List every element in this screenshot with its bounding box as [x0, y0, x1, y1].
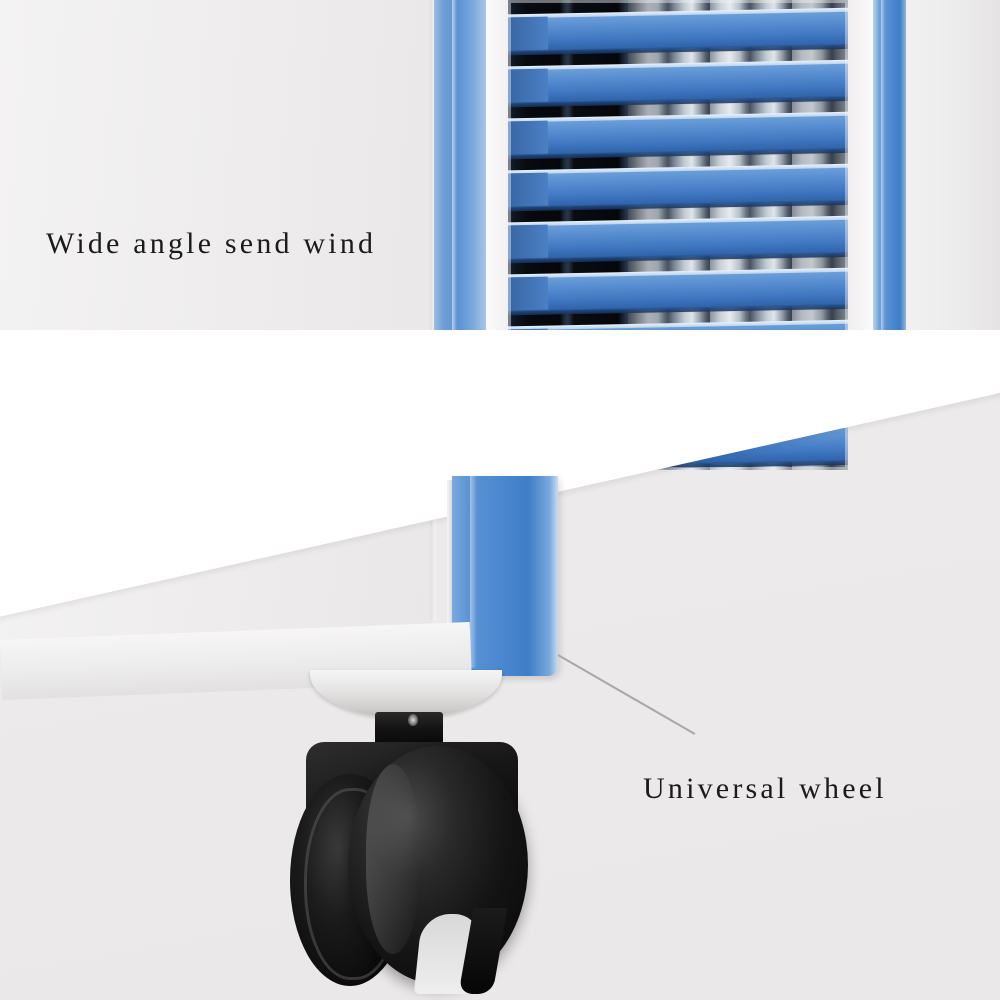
blue-corner-post-highlight [470, 476, 477, 668]
callout-wide-angle-label: Wide angle send wind [46, 227, 377, 260]
louver-slat-tip [508, 16, 549, 52]
cabinet-right-panel [905, 0, 1000, 395]
louver-slat-tip [508, 172, 549, 208]
caster-wheel [270, 668, 570, 998]
louver-slat-tip [508, 120, 549, 156]
callout-universal-wheel-label: Universal wheel [643, 772, 887, 805]
louver-slat [508, 62, 848, 104]
louver-slat [508, 218, 848, 260]
blue-pillar-left-highlight [452, 0, 457, 508]
grille-left-white-edge [430, 0, 436, 620]
louver-slat-tip [508, 224, 549, 260]
louver-slat [508, 166, 848, 208]
caster-mount-plate [310, 670, 502, 718]
louver-slat-tip [508, 68, 549, 104]
louver-slat-tip [508, 276, 549, 312]
louver-slat [508, 270, 848, 312]
louver-slat [508, 114, 848, 156]
blue-pillar-right-highlight [881, 0, 885, 400]
caster-stem-highlight [408, 714, 418, 726]
corner-post-left-edge [447, 480, 454, 670]
caster-wheel-sheen [366, 764, 420, 954]
louver-slat [508, 10, 848, 52]
